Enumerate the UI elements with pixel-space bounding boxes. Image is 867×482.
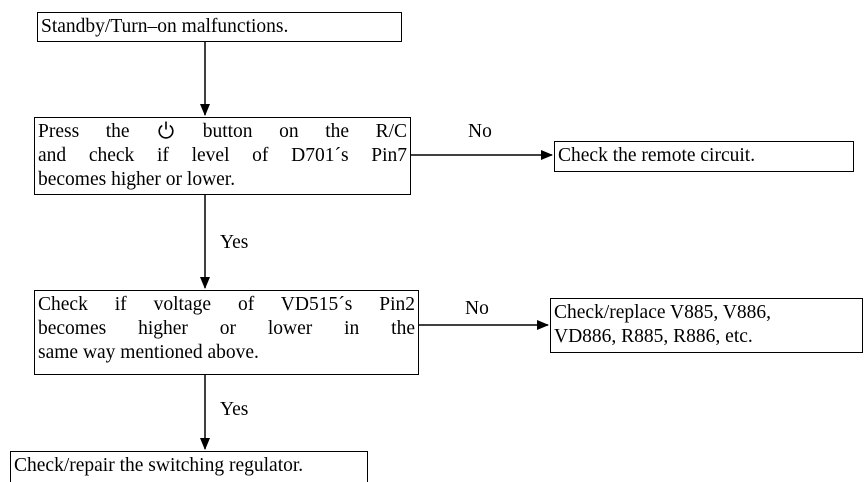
- vd515-node-line-3: same way mentioned above.: [38, 342, 259, 363]
- power-icon: [158, 121, 174, 139]
- edge-label-no-2: No: [465, 298, 489, 319]
- replace-node-line-2: VD886, R885, R886, etc.: [554, 326, 753, 347]
- vd515-check-node: Check if voltage of VD515´s Pin2 becomes…: [34, 290, 419, 375]
- remote-circuit-text: Check the remote circuit.: [558, 145, 756, 166]
- press-node-line-2: and check if level of D701´s Pin7: [38, 145, 407, 166]
- press-node-line-1-after: button on the R/C: [202, 121, 408, 142]
- edge-label-yes-1: Yes: [220, 232, 249, 253]
- start-node: Standby/Turn–on malfunctions.: [37, 12, 402, 42]
- press-node-line-3: becomes higher or lower.: [38, 169, 236, 190]
- switching-regulator-node: Check/repair the switching regulator.: [10, 451, 368, 482]
- replace-components-node: Check/replace V885, V886, VD886, R885, R…: [550, 298, 863, 353]
- edge-label-yes-2: Yes: [220, 399, 249, 420]
- regulator-node-text: Check/repair the switching regulator.: [14, 455, 304, 476]
- remote-circuit-node: Check the remote circuit.: [554, 141, 854, 172]
- edge-label-no-1: No: [468, 121, 492, 142]
- press-power-check-node: Press the button on the R/C and check if…: [34, 117, 411, 195]
- start-node-text: Standby/Turn–on malfunctions.: [41, 16, 289, 37]
- vd515-node-line-1: Check if voltage of VD515´s Pin2: [38, 294, 415, 315]
- vd515-node-line-2: becomes higher or lower in the: [38, 318, 415, 339]
- press-node-line-1: Press the button on the R/C: [38, 120, 407, 144]
- replace-node-line-1: Check/replace V885, V886,: [554, 302, 771, 323]
- press-node-line-1-before: Press the: [38, 121, 130, 142]
